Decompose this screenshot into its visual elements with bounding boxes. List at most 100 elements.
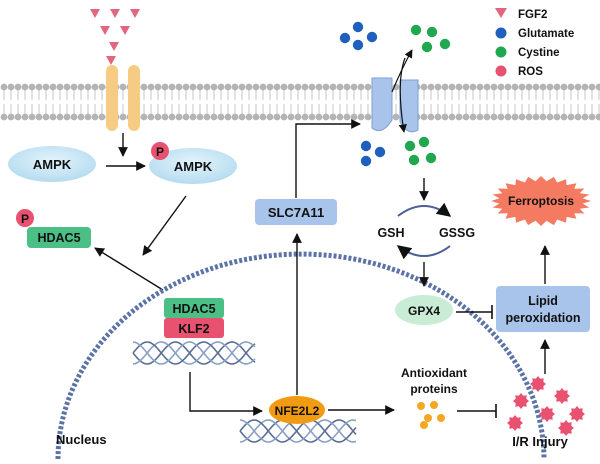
membrane-head [532,83,540,91]
membrane-head [364,113,372,121]
nfe2l2-label: NFE2L2 [275,404,320,418]
membrane-head [553,83,561,91]
antioxidant-dot [430,401,438,409]
membrane-head [567,83,575,91]
membrane-head [182,113,190,121]
membrane-head [49,83,57,91]
membrane-head [476,113,484,121]
membrane-head [315,113,323,121]
membrane-head [560,113,568,121]
hdac5-nuclear-label: HDAC5 [172,302,215,316]
membrane-head [581,83,589,91]
fgf2-triangle [106,56,116,65]
membrane-head [525,113,533,121]
nucleus-envelope [55,251,547,460]
membrane-head [427,83,435,91]
slc7a11-label: SLC7A11 [268,205,324,220]
gsh-label: GSH [377,226,404,240]
glutamate-dot [366,31,378,43]
membrane-head [196,83,204,91]
membrane-head [245,83,253,91]
cystine-glutamate-transporter [371,77,419,133]
cystine-dot [425,152,437,164]
ros-particle [513,393,529,409]
membrane-head [203,83,211,91]
membrane-head [560,83,568,91]
slc7a11-node [255,199,337,225]
membrane-head [497,113,505,121]
membrane-head [231,113,239,121]
membrane-head [343,113,351,121]
membrane-head [490,83,498,91]
membrane-head [497,83,505,91]
membrane-head [147,113,155,121]
legend-fgf2-icon [495,8,507,18]
membrane-head [441,83,449,91]
membrane-head [469,83,477,91]
membrane-head [546,83,554,91]
membrane-head [434,83,442,91]
fgf2-receptor [106,65,140,131]
membrane-head [588,113,596,121]
ros-particle [569,406,585,422]
membrane-head [280,83,288,91]
membrane-head [567,113,575,121]
ampk-inactive-label: AMPK [33,157,72,172]
membrane-head [42,113,50,121]
membrane-head [294,83,302,91]
klf2-node [164,318,224,338]
membrane-head [392,113,400,121]
hdac5-nuclear-node [164,298,224,318]
ampk-phospho-label: P [156,145,164,159]
arrow-ampk-to-nucleus [142,195,187,256]
membrane-head [511,83,519,91]
membrane-head [70,83,78,91]
membrane-head [525,83,533,91]
fgf2-molecules [90,9,140,65]
membrane-head [357,83,365,91]
glutamate-dot [360,155,372,167]
cystine-dot [421,41,433,53]
glutamate-dot [352,21,364,33]
membrane-head [189,83,197,91]
membrane-head [175,83,183,91]
membrane-head [84,83,92,91]
glutamate-dot [352,39,364,51]
membrane-head [28,113,36,121]
membrane-head [343,83,351,91]
membrane-head [518,83,526,91]
ros-particle [554,388,570,404]
legend-glutamate-icon [495,27,507,39]
membrane-head [504,83,512,91]
membrane-head [448,113,456,121]
membrane-head [140,83,148,91]
legend-ros-label: ROS [518,66,543,78]
ir-injury-label: I/R Injury [512,434,568,449]
membrane-head [483,113,491,121]
membrane-head [21,83,29,91]
membrane-head [553,113,561,121]
membrane-head [14,83,22,91]
membrane-head [448,83,456,91]
arrow-gssg-to-gsh [396,245,451,260]
ampk-phospho-badge [151,142,169,160]
legend-fgf2-label: FGF2 [518,9,547,21]
membrane-head [56,113,64,121]
membrane-head [294,113,302,121]
membrane-head [70,113,78,121]
membrane-head [154,113,162,121]
membrane-head [287,113,295,121]
membrane-head [35,113,43,121]
membrane-head [21,113,29,121]
membrane-head [119,113,127,121]
dna-helix-klf2 [132,341,256,365]
membrane-head [511,113,519,121]
membrane-head [259,83,267,91]
arrow-gsh-to-gssg [397,202,452,217]
membrane-head [49,113,57,121]
membrane-head [315,83,323,91]
membrane-head [0,83,8,91]
membrane-head [168,113,176,121]
